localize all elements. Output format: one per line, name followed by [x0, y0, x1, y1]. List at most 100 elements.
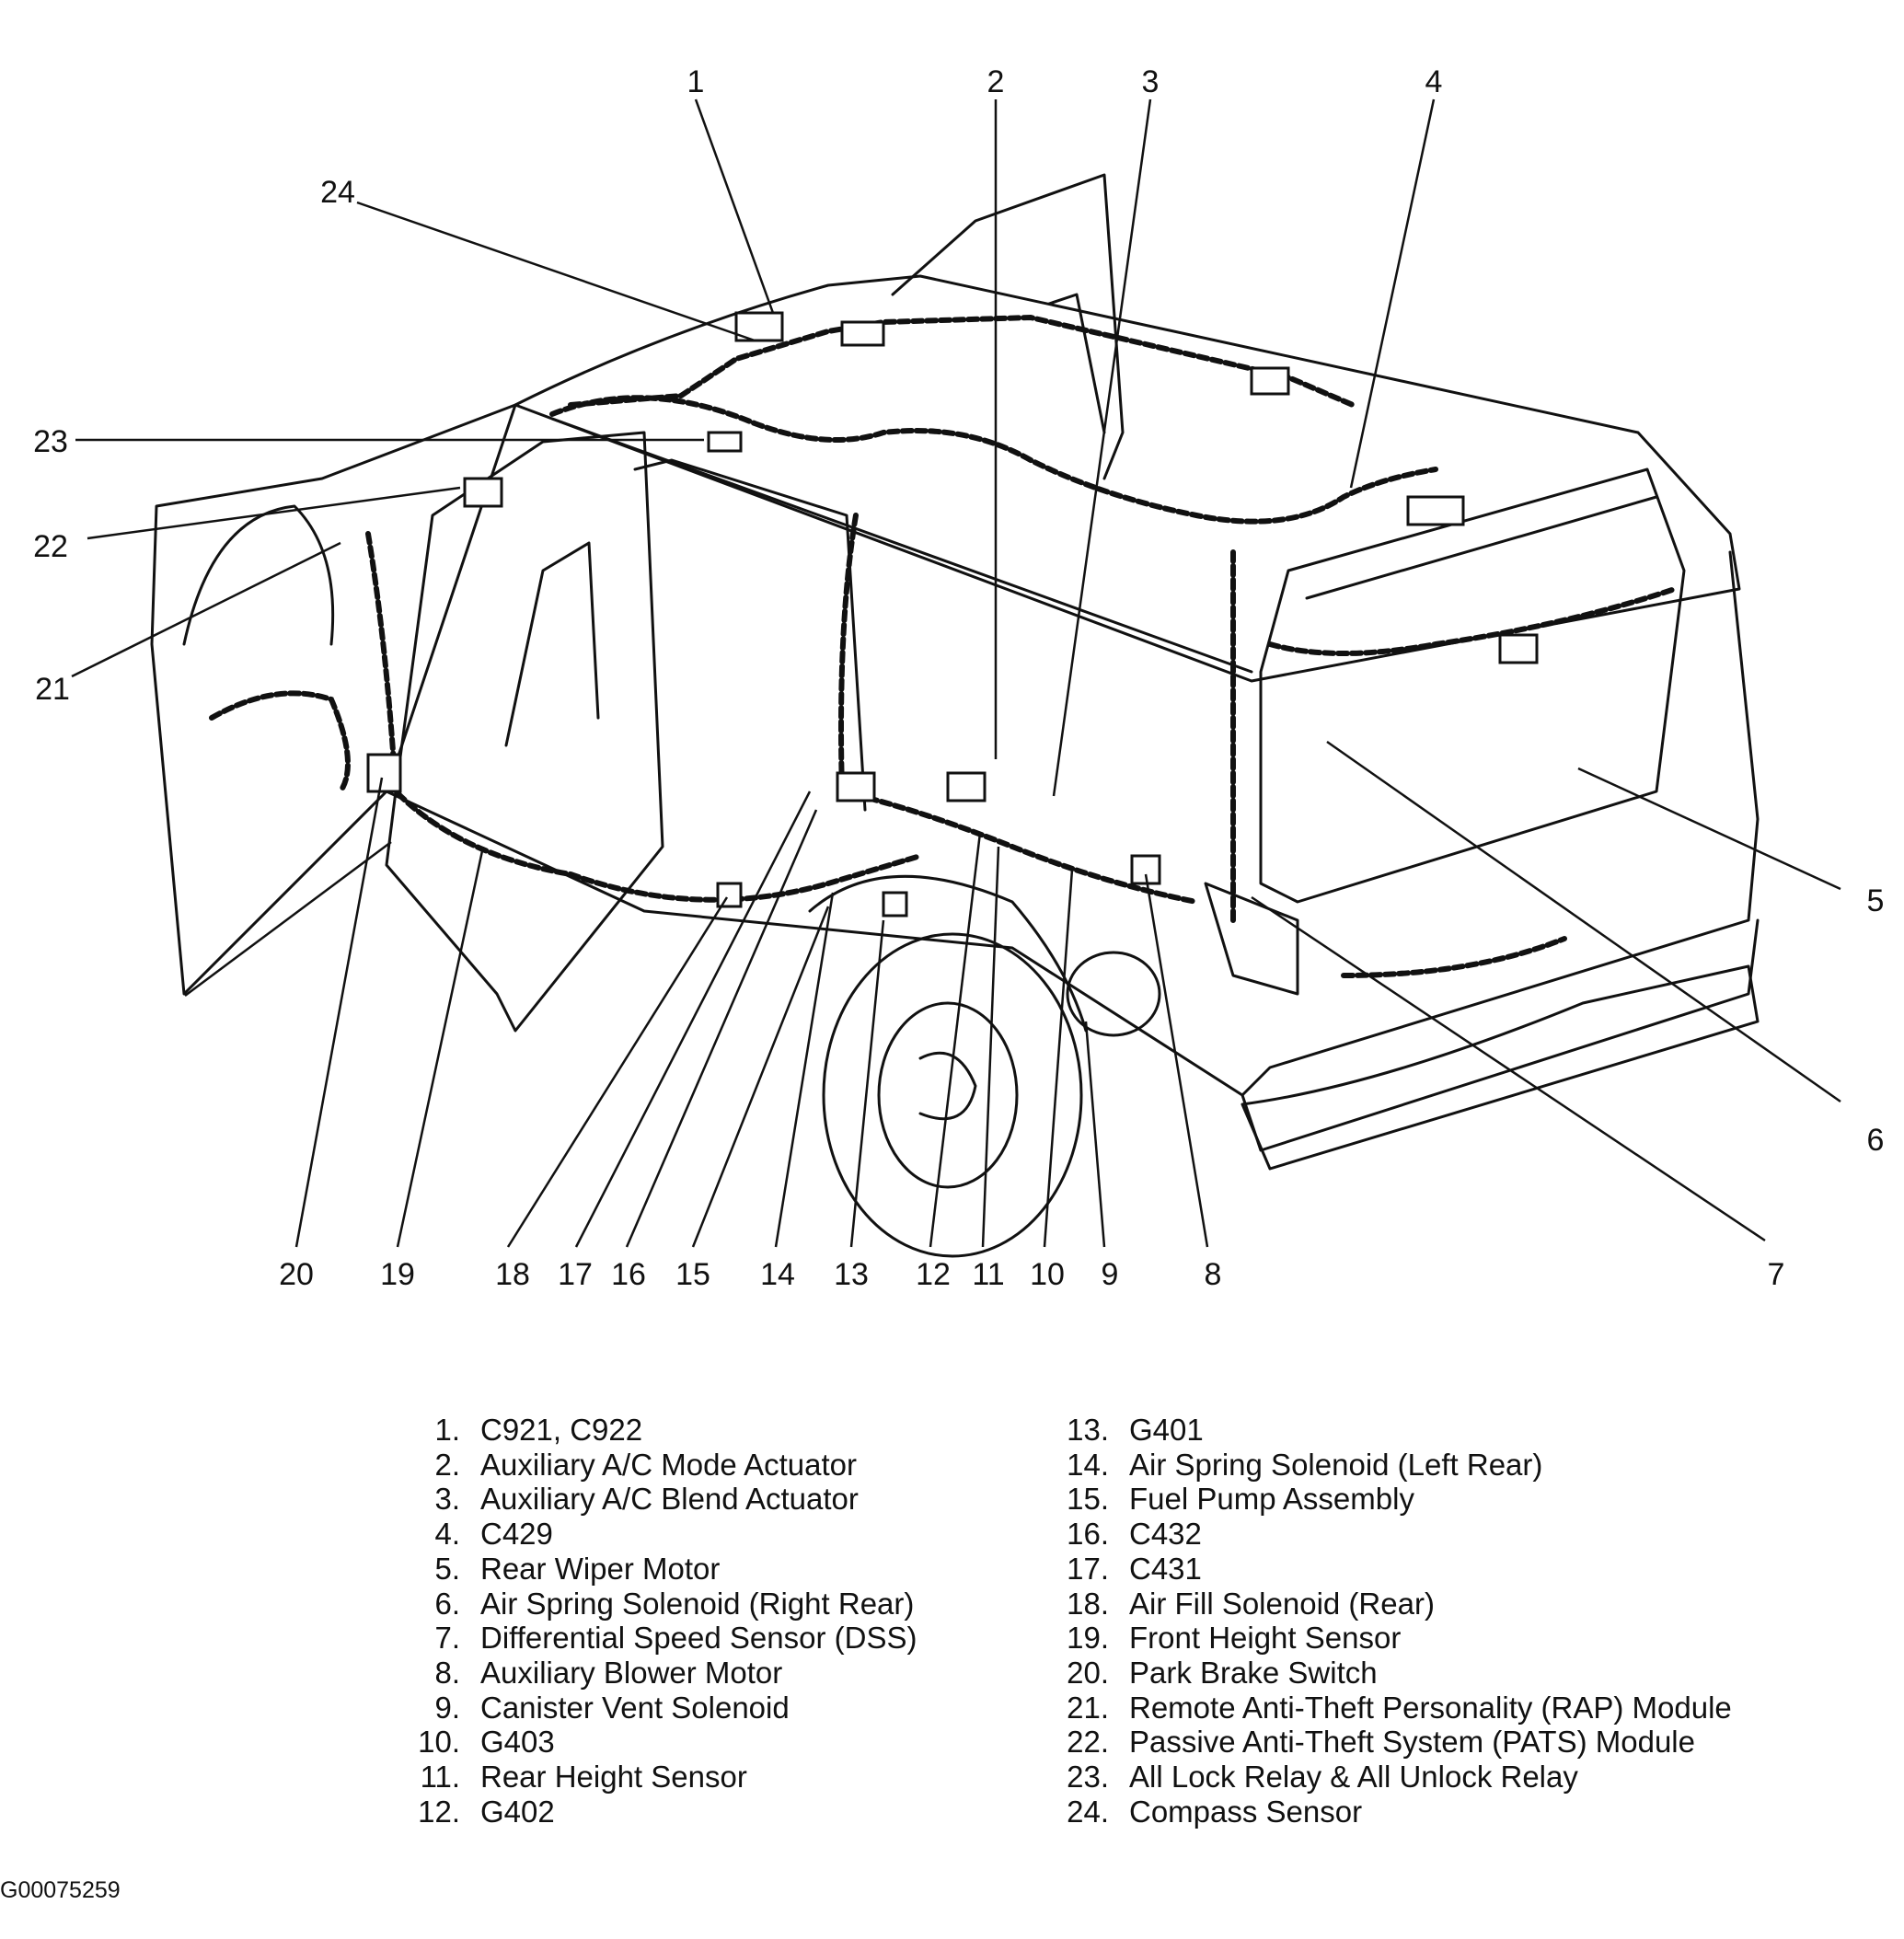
- legend-label: Auxiliary A/C Blend Actuator: [480, 1482, 859, 1517]
- callout-2: 2: [987, 64, 1005, 99]
- callout-14: 14: [760, 1257, 795, 1292]
- legend-number: 24.: [1067, 1794, 1109, 1829]
- legend-number: 23.: [1067, 1760, 1109, 1795]
- legend-label: Differential Speed Sensor (DSS): [480, 1621, 917, 1656]
- callout-leader-lines: [71, 98, 1841, 1248]
- legend-label: Rear Wiper Motor: [480, 1551, 721, 1586]
- legend-item-24: 24. Compass Sensor: [1017, 1795, 1732, 1829]
- callout-19: 19: [380, 1257, 415, 1292]
- legend-item-12: 12. G402: [368, 1795, 917, 1829]
- legend-number: 9.: [434, 1690, 460, 1725]
- legend-item-3: 3. Auxiliary A/C Blend Actuator: [368, 1482, 917, 1517]
- legend-item-7: 7.Differential Speed Sensor (DSS): [368, 1621, 917, 1656]
- callout-4: 4: [1425, 64, 1443, 99]
- legend-label: Auxiliary A/C Mode Actuator: [480, 1447, 858, 1482]
- callout-18: 18: [495, 1257, 530, 1292]
- legend-number: 21.: [1067, 1690, 1109, 1725]
- legend-item-10: 10. G403: [368, 1725, 917, 1760]
- legend-label: Passive Anti-Theft System (PATS) Module: [1129, 1725, 1695, 1760]
- legend-number: 20.: [1067, 1655, 1109, 1690]
- callout-number-labels: 1 2 3 4 5 6 7 8 9 10 11 12 13 14 15 16 1…: [33, 64, 1884, 1292]
- legend-label: Compass Sensor: [1129, 1794, 1363, 1829]
- callout-9: 9: [1102, 1257, 1119, 1292]
- legend-number: 5.: [434, 1551, 460, 1586]
- callout-17: 17: [558, 1257, 593, 1292]
- legend-label: Air Spring Solenoid (Left Rear): [1129, 1447, 1543, 1482]
- legend-item-9: 9. Canister Vent Solenoid: [368, 1691, 917, 1725]
- legend-number: 8.: [434, 1655, 460, 1690]
- legend-number: 12.: [418, 1794, 460, 1829]
- legend-label: C432: [1129, 1517, 1202, 1552]
- legend-number: 19.: [1067, 1621, 1109, 1656]
- legend-label: Remote Anti-Theft Personality (RAP) Modu…: [1129, 1690, 1732, 1725]
- vehicle-wiring-diagram: 1 2 3 4 5 6 7 8 9 10 11 12 13 14 15 16 1…: [33, 64, 1884, 1292]
- legend-item-22: 22. Passive Anti-Theft System (PATS) Modu…: [1017, 1725, 1732, 1760]
- legend-label: G402: [480, 1794, 555, 1829]
- callout-8: 8: [1205, 1257, 1222, 1292]
- component-legend-left: 1. C921, C922 2. Auxiliary A/C Mode Actuat…: [368, 1413, 917, 1829]
- legend-number: 15.: [1067, 1482, 1109, 1517]
- callout-1: 1: [687, 64, 705, 99]
- callout-16: 16: [611, 1257, 646, 1292]
- figure-id: G00075259: [0, 1877, 121, 1903]
- legend-number: 6.: [434, 1586, 460, 1621]
- legend-item-18: 18. Air Fill Solenoid (Rear): [1017, 1587, 1732, 1622]
- legend-item-8: 8. Auxiliary Blower Motor: [368, 1656, 917, 1691]
- callout-3: 3: [1142, 64, 1160, 99]
- legend-label: C431: [1129, 1551, 1202, 1586]
- callout-23: 23: [33, 424, 68, 459]
- legend-item-20: 20. Park Brake Switch: [1017, 1656, 1732, 1691]
- legend-item-21: 21. Remote Anti-Theft Personality (RAP) M…: [1017, 1691, 1732, 1725]
- legend-label: Park Brake Switch: [1129, 1655, 1378, 1690]
- wiring-harness: [209, 314, 1678, 978]
- legend-label: G403: [480, 1725, 555, 1760]
- component-legend-right: 13. G401 14. Air Spring Solenoid (Left Rea…: [1017, 1413, 1732, 1829]
- legend-label: Auxiliary Blower Motor: [480, 1655, 783, 1690]
- callout-20: 20: [279, 1257, 314, 1292]
- legend-number: 4.: [434, 1517, 460, 1552]
- legend-item-13: 13. G401: [1017, 1413, 1732, 1448]
- legend-number: 1.: [434, 1413, 460, 1447]
- callout-12: 12: [916, 1257, 951, 1292]
- callout-6: 6: [1867, 1123, 1885, 1158]
- callout-24: 24: [320, 175, 355, 210]
- legend-number: 2.: [434, 1447, 460, 1482]
- callout-13: 13: [834, 1257, 869, 1292]
- legend-number: 17.: [1067, 1551, 1109, 1586]
- legend-item-6: 6. Air Spring Solenoid (Right Rear): [368, 1587, 917, 1622]
- legend-label: C921, C922: [480, 1413, 643, 1447]
- callout-22: 22: [33, 529, 68, 564]
- legend-number: 16.: [1067, 1517, 1109, 1552]
- legend-number: 22.: [1067, 1725, 1109, 1760]
- legend-label: Rear Height Sensor: [480, 1760, 747, 1795]
- legend-item-14: 14. Air Spring Solenoid (Left Rear): [1017, 1448, 1732, 1483]
- legend-number: 18.: [1067, 1586, 1109, 1621]
- legend-number: 3.: [434, 1482, 460, 1517]
- legend-item-4: 4. C429: [368, 1517, 917, 1552]
- legend-item-2: 2. Auxiliary A/C Mode Actuator: [368, 1448, 917, 1483]
- legend-label: G401: [1129, 1413, 1204, 1447]
- legend-label: All Lock Relay & All Unlock Relay: [1129, 1760, 1578, 1795]
- legend-item-1: 1. C921, C922: [368, 1413, 917, 1448]
- callout-10: 10: [1030, 1257, 1065, 1292]
- legend-number: 13.: [1067, 1413, 1109, 1447]
- legend-number: 11.: [420, 1760, 460, 1795]
- legend-label: Front Height Sensor: [1129, 1621, 1402, 1656]
- callout-7: 7: [1768, 1257, 1785, 1292]
- legend-label: Fuel Pump Assembly: [1129, 1482, 1414, 1517]
- legend-label: C429: [480, 1517, 553, 1552]
- callout-21: 21: [35, 672, 70, 707]
- legend-number: 14.: [1067, 1447, 1109, 1482]
- legend-item-5: 5. Rear Wiper Motor: [368, 1552, 917, 1587]
- callout-5: 5: [1867, 883, 1885, 918]
- legend-number: 10.: [418, 1725, 460, 1760]
- legend-item-23: 23. All Lock Relay & All Unlock Relay: [1017, 1760, 1732, 1795]
- legend-item-19: 19. Front Height Sensor: [1017, 1621, 1732, 1656]
- legend-item-11: 11. Rear Height Sensor: [368, 1760, 917, 1795]
- callout-11: 11: [972, 1257, 1004, 1292]
- legend-item-16: 16. C432: [1017, 1517, 1732, 1552]
- callout-15: 15: [675, 1257, 710, 1292]
- legend-label: Air Spring Solenoid (Right Rear): [480, 1586, 915, 1621]
- legend-label: Air Fill Solenoid (Rear): [1129, 1586, 1435, 1621]
- legend-label: Canister Vent Solenoid: [480, 1690, 790, 1725]
